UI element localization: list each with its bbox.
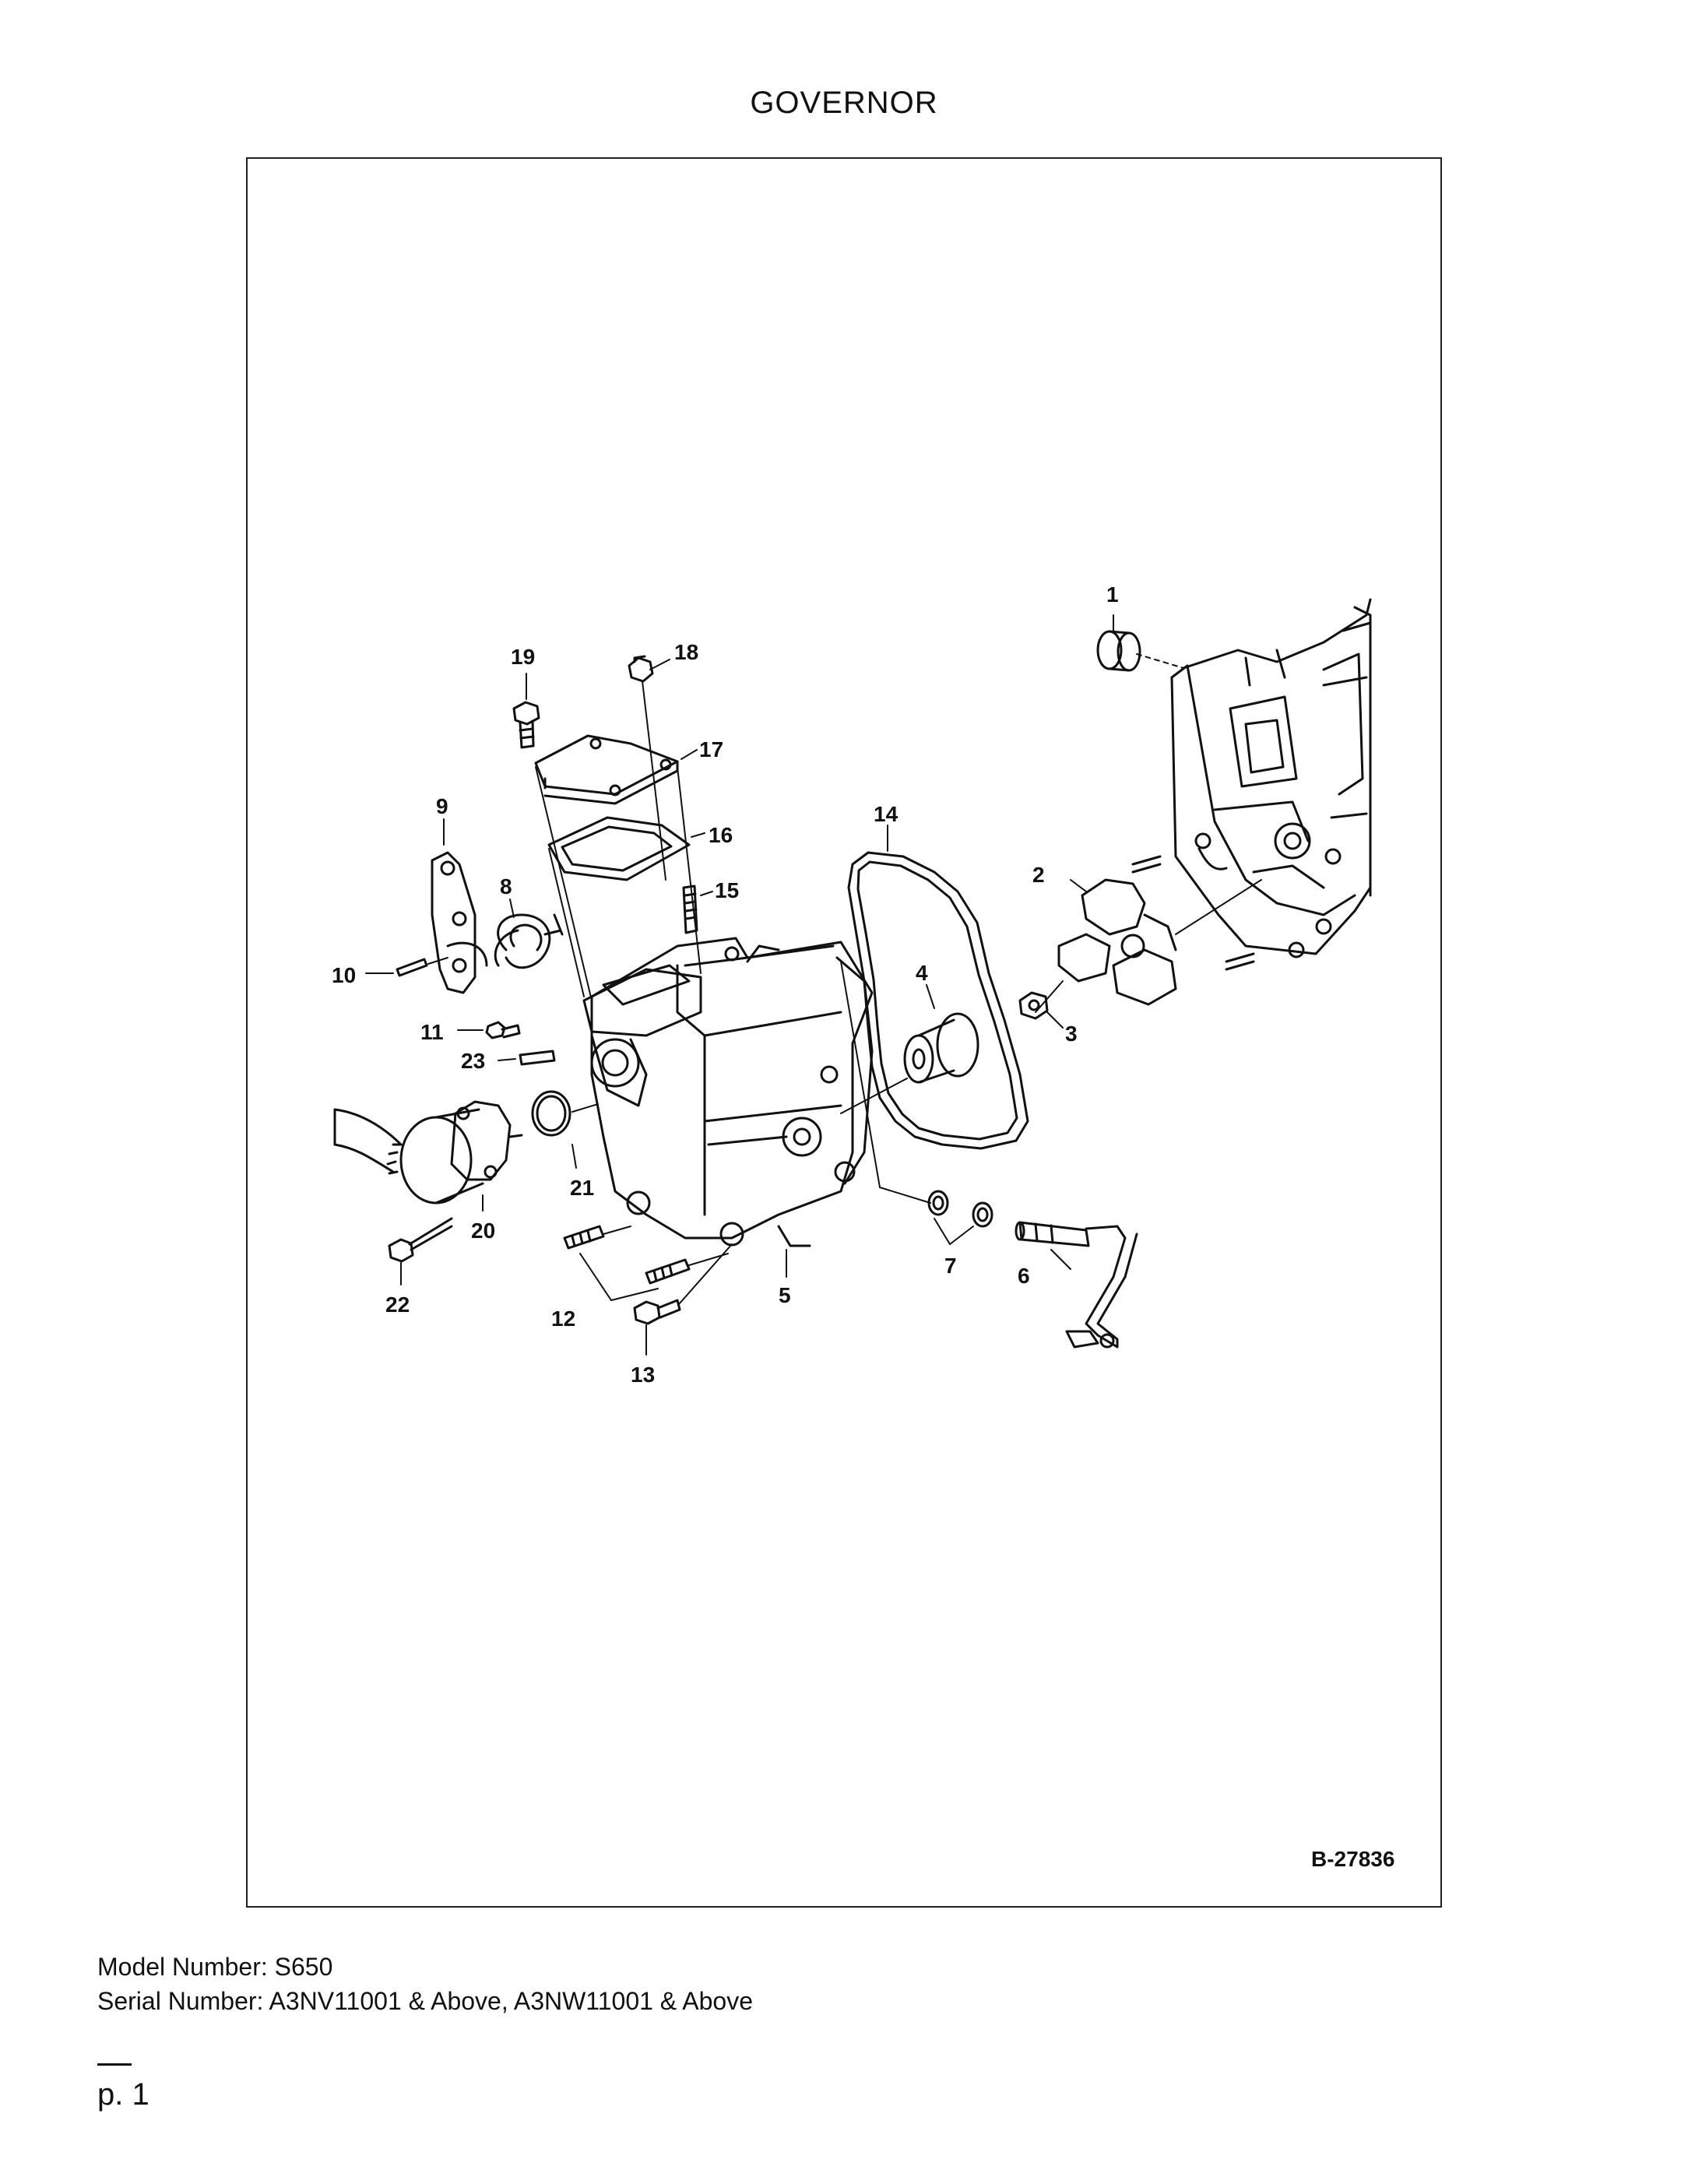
callout-19: 19: [511, 645, 535, 669]
callout-9: 9: [436, 794, 448, 818]
part-3-nut-drawing: [1018, 991, 1049, 1020]
part-9-lever-drawing: [431, 851, 488, 994]
page-number: p. 1: [97, 2077, 149, 2112]
part-11-bolt-drawing: [485, 1021, 521, 1039]
figure-id: B-27836: [1311, 1847, 1395, 1871]
governor-case-drawing: [582, 937, 874, 1247]
page-number-rule: [97, 2063, 132, 2066]
engine-housing-drawing: [1170, 598, 1372, 958]
part-2-weight-assembly-drawing: [1057, 878, 1177, 1006]
part-18-nut-drawing: [628, 655, 654, 683]
callout-16: 16: [709, 823, 733, 847]
serial-number: Serial Number: A3NV11001 & Above, A3NW11…: [97, 1987, 753, 2015]
callout-22: 22: [385, 1292, 410, 1317]
part-20-solenoid-drawing: [333, 1100, 523, 1205]
part-8-spring-drawing: [494, 913, 564, 969]
part-21-oring-drawing: [531, 1090, 571, 1137]
part-14-gasket-drawing: [847, 851, 1029, 1150]
part-17-cover-drawing: [534, 734, 679, 805]
callout-15: 15: [715, 878, 739, 902]
callout-20: 20: [471, 1219, 495, 1243]
callout-14: 14: [874, 802, 899, 826]
callout-7: 7: [944, 1254, 957, 1278]
part-13-bolt-drawing: [633, 1299, 681, 1325]
page-title: GOVERNOR: [750, 86, 938, 120]
part-12-studs-drawing: [563, 1225, 691, 1285]
callout-21: 21: [570, 1176, 594, 1200]
callout-23: 23: [461, 1049, 485, 1073]
part-16-gasket-drawing: [547, 816, 691, 881]
callout-11: 11: [420, 1020, 444, 1044]
diagram-frame: [246, 157, 1442, 1908]
part-1-plug-drawing: [1096, 630, 1141, 672]
model-number: Model Number: S650: [97, 1953, 333, 1981]
callout-8: 8: [500, 874, 512, 899]
callout-6: 6: [1018, 1264, 1030, 1288]
callout-4: 4: [916, 961, 928, 985]
callout-1: 1: [1106, 582, 1119, 607]
part-22-bolt-drawing: [388, 1217, 453, 1263]
callout-17: 17: [699, 737, 723, 761]
callout-10: 10: [332, 963, 356, 987]
callout-3: 3: [1065, 1022, 1078, 1046]
callout-5: 5: [779, 1283, 791, 1307]
part-23-pin-drawing: [519, 1050, 556, 1066]
part-6-lever-shaft-drawing: [1015, 1221, 1138, 1349]
callout-18: 18: [674, 640, 698, 664]
part-4-sleeve-drawing: [903, 1012, 979, 1084]
part-7-orings-drawing: [927, 1190, 993, 1228]
part-10-pin-drawing: [396, 958, 428, 977]
part-19-bolt-drawing: [512, 701, 540, 749]
callout-13: 13: [631, 1363, 655, 1387]
callout-2: 2: [1032, 863, 1045, 887]
callout-12: 12: [551, 1307, 575, 1331]
